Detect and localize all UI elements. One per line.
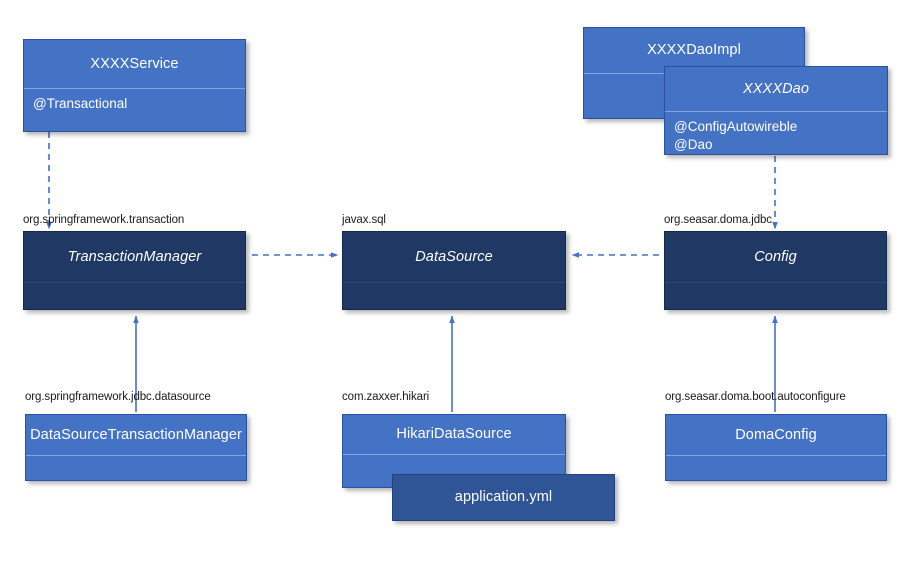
- node-config-divider: [665, 282, 886, 283]
- node-doma-config[interactable]: DomaConfig: [665, 414, 887, 481]
- node-data-source-divider: [343, 282, 565, 283]
- node-datasource-transaction-manager-divider: [26, 455, 246, 456]
- node-datasource-transaction-manager[interactable]: DataSourceTransactionManager: [25, 414, 247, 481]
- node-application-yml-title: application.yml: [454, 489, 553, 506]
- node-xxxx-dao[interactable]: XXXXDao @ConfigAutowireble @Dao: [664, 66, 888, 155]
- node-data-source-members: [343, 283, 565, 289]
- node-xxxx-dao-title: XXXXDao: [743, 80, 809, 97]
- node-xxxx-service-title: XXXXService: [90, 55, 179, 72]
- node-config-title: Config: [754, 248, 797, 265]
- node-datasource-transaction-manager-title: DataSourceTransactionManager: [30, 426, 242, 443]
- node-transaction-manager[interactable]: TransactionManager: [23, 231, 246, 310]
- node-xxxx-service-stereotypes: @Transactional: [33, 96, 128, 111]
- node-xxxx-dao-divider: [665, 111, 887, 112]
- node-transaction-manager-title: TransactionManager: [67, 248, 202, 265]
- node-hikari-datasource-divider: [343, 454, 565, 455]
- node-data-source[interactable]: DataSource: [342, 231, 566, 310]
- package-label-doma-config: org.seasar.doma.boot.autoconfigure: [665, 391, 846, 403]
- node-config-members: [665, 283, 886, 289]
- node-doma-config-title: DomaConfig: [735, 426, 817, 443]
- node-xxxx-dao-stereotypes: @ConfigAutowireble @Dao: [674, 119, 798, 152]
- package-label-data-source: javax.sql: [342, 214, 386, 226]
- node-doma-config-members: [666, 456, 886, 462]
- node-xxxx-service[interactable]: XXXXService @Transactional: [23, 39, 246, 132]
- node-config[interactable]: Config: [664, 231, 887, 310]
- node-datasource-transaction-manager-members: [26, 456, 246, 462]
- node-transaction-manager-members: [24, 283, 245, 289]
- node-xxxx-dao-impl-title: XXXXDaoImpl: [647, 42, 741, 59]
- package-label-hikari-datasource: com.zaxxer.hikari: [342, 391, 430, 403]
- package-label-datasource-transaction-manager: org.springframework.jdbc.datasource: [25, 391, 211, 403]
- node-xxxx-service-divider: [24, 88, 245, 89]
- node-doma-config-divider: [666, 455, 886, 456]
- package-label-transaction-manager: org.springframework.transaction: [23, 214, 185, 226]
- node-hikari-datasource-title: HikariDataSource: [396, 426, 512, 443]
- package-label-config: org.seasar.doma.jdbc: [664, 214, 772, 226]
- node-application-yml[interactable]: application.yml: [392, 474, 615, 521]
- node-data-source-title: DataSource: [415, 248, 493, 265]
- node-transaction-manager-divider: [24, 282, 245, 283]
- node-hikari-datasource-members: [343, 455, 565, 461]
